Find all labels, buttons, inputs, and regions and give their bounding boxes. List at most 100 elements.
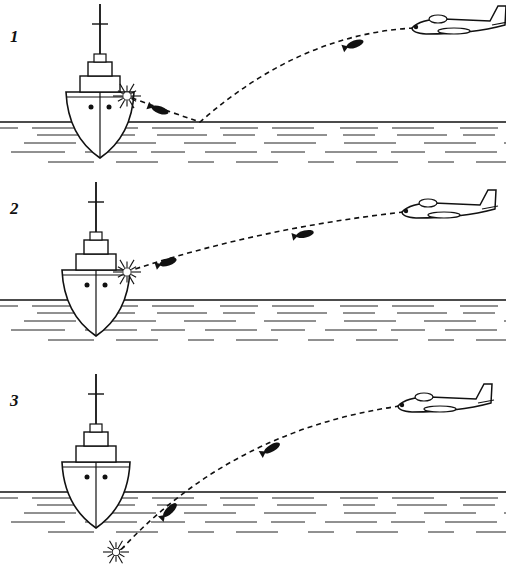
- panel-number: 3: [10, 392, 19, 409]
- ship-deck-line: [62, 275, 130, 276]
- ship-superstructure: [80, 76, 120, 92]
- explosion-ray: [132, 271, 141, 272]
- water-ripple: [24, 513, 76, 514]
- water-ripple: [504, 513, 506, 514]
- explosion-ray: [118, 274, 123, 277]
- explosion-ray: [108, 554, 113, 557]
- explosion-ray: [120, 554, 125, 557]
- aircraft-wing: [438, 28, 470, 34]
- water-ripple: [397, 135, 447, 136]
- aircraft-nose: [400, 403, 404, 407]
- water-ripple: [0, 306, 18, 307]
- ship-stem: [95, 462, 96, 528]
- ship-stem: [95, 270, 96, 336]
- water-ripple: [272, 128, 314, 129]
- water-ripple: [188, 532, 214, 533]
- water-ripple: [152, 306, 194, 307]
- ship-yard: [88, 393, 104, 394]
- water-ripple: [344, 143, 396, 144]
- water-ripple: [11, 330, 65, 331]
- aircraft-canopy: [429, 15, 447, 23]
- ship-superstructure: [76, 446, 116, 462]
- water-ripple: [116, 532, 158, 533]
- explosion-ray: [131, 98, 136, 101]
- water-ripple: [391, 330, 425, 331]
- water-ripple: [157, 505, 207, 506]
- water-ripple: [308, 532, 334, 533]
- trajectory: [118, 406, 400, 553]
- water-ripple: [32, 498, 74, 499]
- bomb-body: [345, 38, 364, 51]
- explosion-ray: [120, 84, 125, 92]
- ship-mast: [99, 4, 101, 54]
- water-ripple: [356, 532, 398, 533]
- aircraft: [398, 384, 492, 412]
- water-ripple: [151, 522, 185, 523]
- ship-superstructure: [76, 254, 116, 270]
- water-ripple: [392, 128, 434, 129]
- explosion-ray: [126, 277, 127, 283]
- ship-cabin: [94, 54, 106, 62]
- water-ripple: [271, 522, 305, 523]
- water-ripple: [391, 522, 425, 523]
- water-ripple: [463, 313, 495, 314]
- water-ripple: [392, 306, 434, 307]
- water-ripple: [24, 143, 76, 144]
- water-ripple: [340, 498, 378, 499]
- aircraft-tailplane: [478, 400, 494, 403]
- water-ripple: [504, 321, 506, 322]
- ship-porthole: [103, 475, 108, 480]
- water-ripple: [157, 313, 207, 314]
- explosion-ray: [129, 260, 134, 268]
- explosion-ray: [129, 100, 134, 108]
- water-ripple: [151, 330, 185, 331]
- ship-porthole: [85, 283, 90, 288]
- bomb-body: [150, 104, 169, 117]
- water-ripple: [48, 162, 94, 163]
- explosion-core: [112, 548, 120, 556]
- water-ripple: [184, 143, 236, 144]
- explosion-ray: [120, 547, 125, 550]
- explosion-ray: [118, 541, 122, 548]
- explosion-ray: [121, 551, 129, 552]
- ship-bridge: [88, 62, 112, 76]
- water-ripple: [188, 340, 214, 341]
- explosion-ray: [129, 84, 134, 92]
- water-ripple: [445, 522, 497, 523]
- explosion-ray: [118, 267, 123, 270]
- explosion-ray: [108, 547, 113, 550]
- water-ripple: [460, 128, 498, 129]
- aircraft-nose: [404, 209, 408, 213]
- water-ripple: [340, 306, 378, 307]
- water-ripple: [428, 162, 454, 163]
- bomb-fin: [291, 232, 299, 241]
- water-ripple: [445, 330, 497, 331]
- water-ripple: [220, 498, 258, 499]
- water-ripple: [325, 152, 377, 153]
- explosion-ray: [131, 91, 136, 94]
- aircraft-tailplane: [482, 206, 498, 209]
- water-ripple: [277, 313, 327, 314]
- ship-bridge: [84, 240, 108, 254]
- water-ripple: [391, 152, 425, 153]
- ship-hull: [62, 462, 130, 528]
- water-ripple: [151, 152, 185, 153]
- water-ripple: [476, 162, 506, 163]
- ship-porthole: [85, 475, 90, 480]
- bomb: [158, 501, 179, 522]
- water-ripple: [236, 162, 278, 163]
- water-ripple: [277, 505, 327, 506]
- water-ripple: [424, 143, 476, 144]
- explosion-ray: [126, 86, 127, 92]
- bomb-fin: [154, 260, 162, 269]
- water-ripple: [308, 162, 334, 163]
- explosion-ray: [132, 95, 141, 96]
- bomb-fin: [146, 102, 154, 112]
- water-ripple: [463, 505, 495, 506]
- aircraft: [412, 6, 506, 34]
- water-ripple: [223, 135, 255, 136]
- bomb: [341, 37, 364, 52]
- water-ripple: [11, 522, 65, 523]
